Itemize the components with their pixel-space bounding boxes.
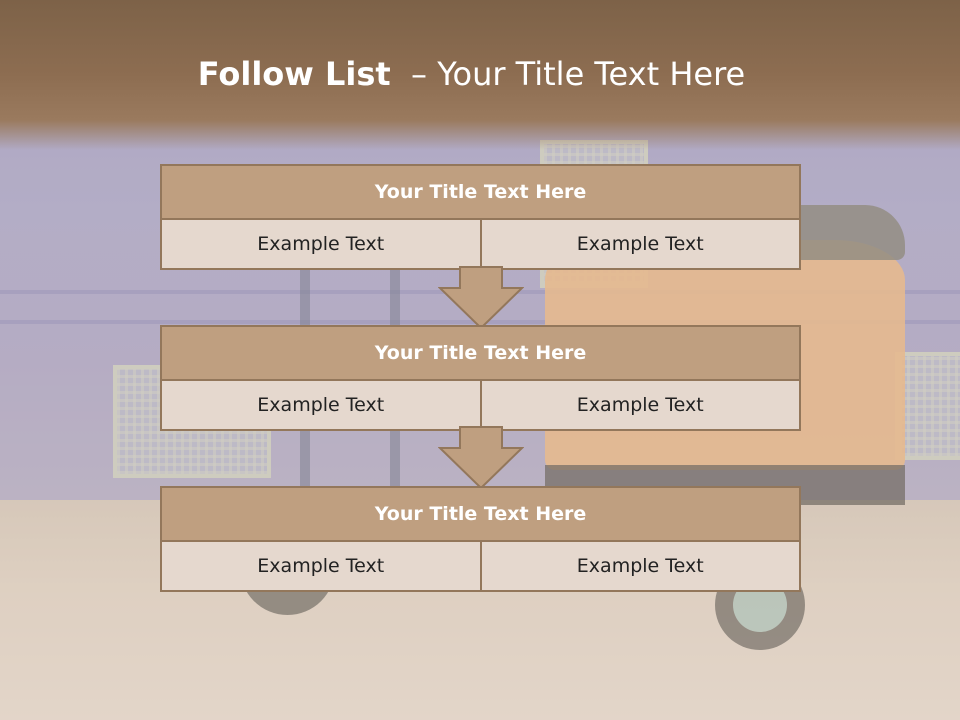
step-title-3[interactable]: Your Title Text Here [160,486,801,542]
step-block-1: Your Title Text Here Example Text Exampl… [160,164,801,270]
down-arrow-icon [438,266,524,330]
step-text-right-1[interactable]: Example Text [481,220,801,270]
slide-title[interactable]: Follow List – Your Title Text Here [0,52,943,96]
step-row-3: Example Text Example Text [160,542,801,592]
down-arrow-icon [438,426,524,490]
step-title-1[interactable]: Your Title Text Here [160,164,801,220]
step-block-3: Your Title Text Here Example Text Exampl… [160,486,801,592]
slide-title-rest: – Your Title Text Here [390,55,746,93]
step-block-2: Your Title Text Here Example Text Exampl… [160,325,801,431]
step-text-left-1[interactable]: Example Text [160,220,482,270]
step-text-left-2[interactable]: Example Text [160,381,482,431]
step-row-1: Example Text Example Text [160,220,801,270]
step-text-right-3[interactable]: Example Text [481,542,801,592]
step-text-left-3[interactable]: Example Text [160,542,482,592]
wall-window-right [895,352,960,460]
step-row-2: Example Text Example Text [160,381,801,431]
step-text-right-2[interactable]: Example Text [481,381,801,431]
slide-title-bold: Follow List [197,55,391,93]
title-band [0,0,960,150]
step-title-2[interactable]: Your Title Text Here [160,325,801,381]
